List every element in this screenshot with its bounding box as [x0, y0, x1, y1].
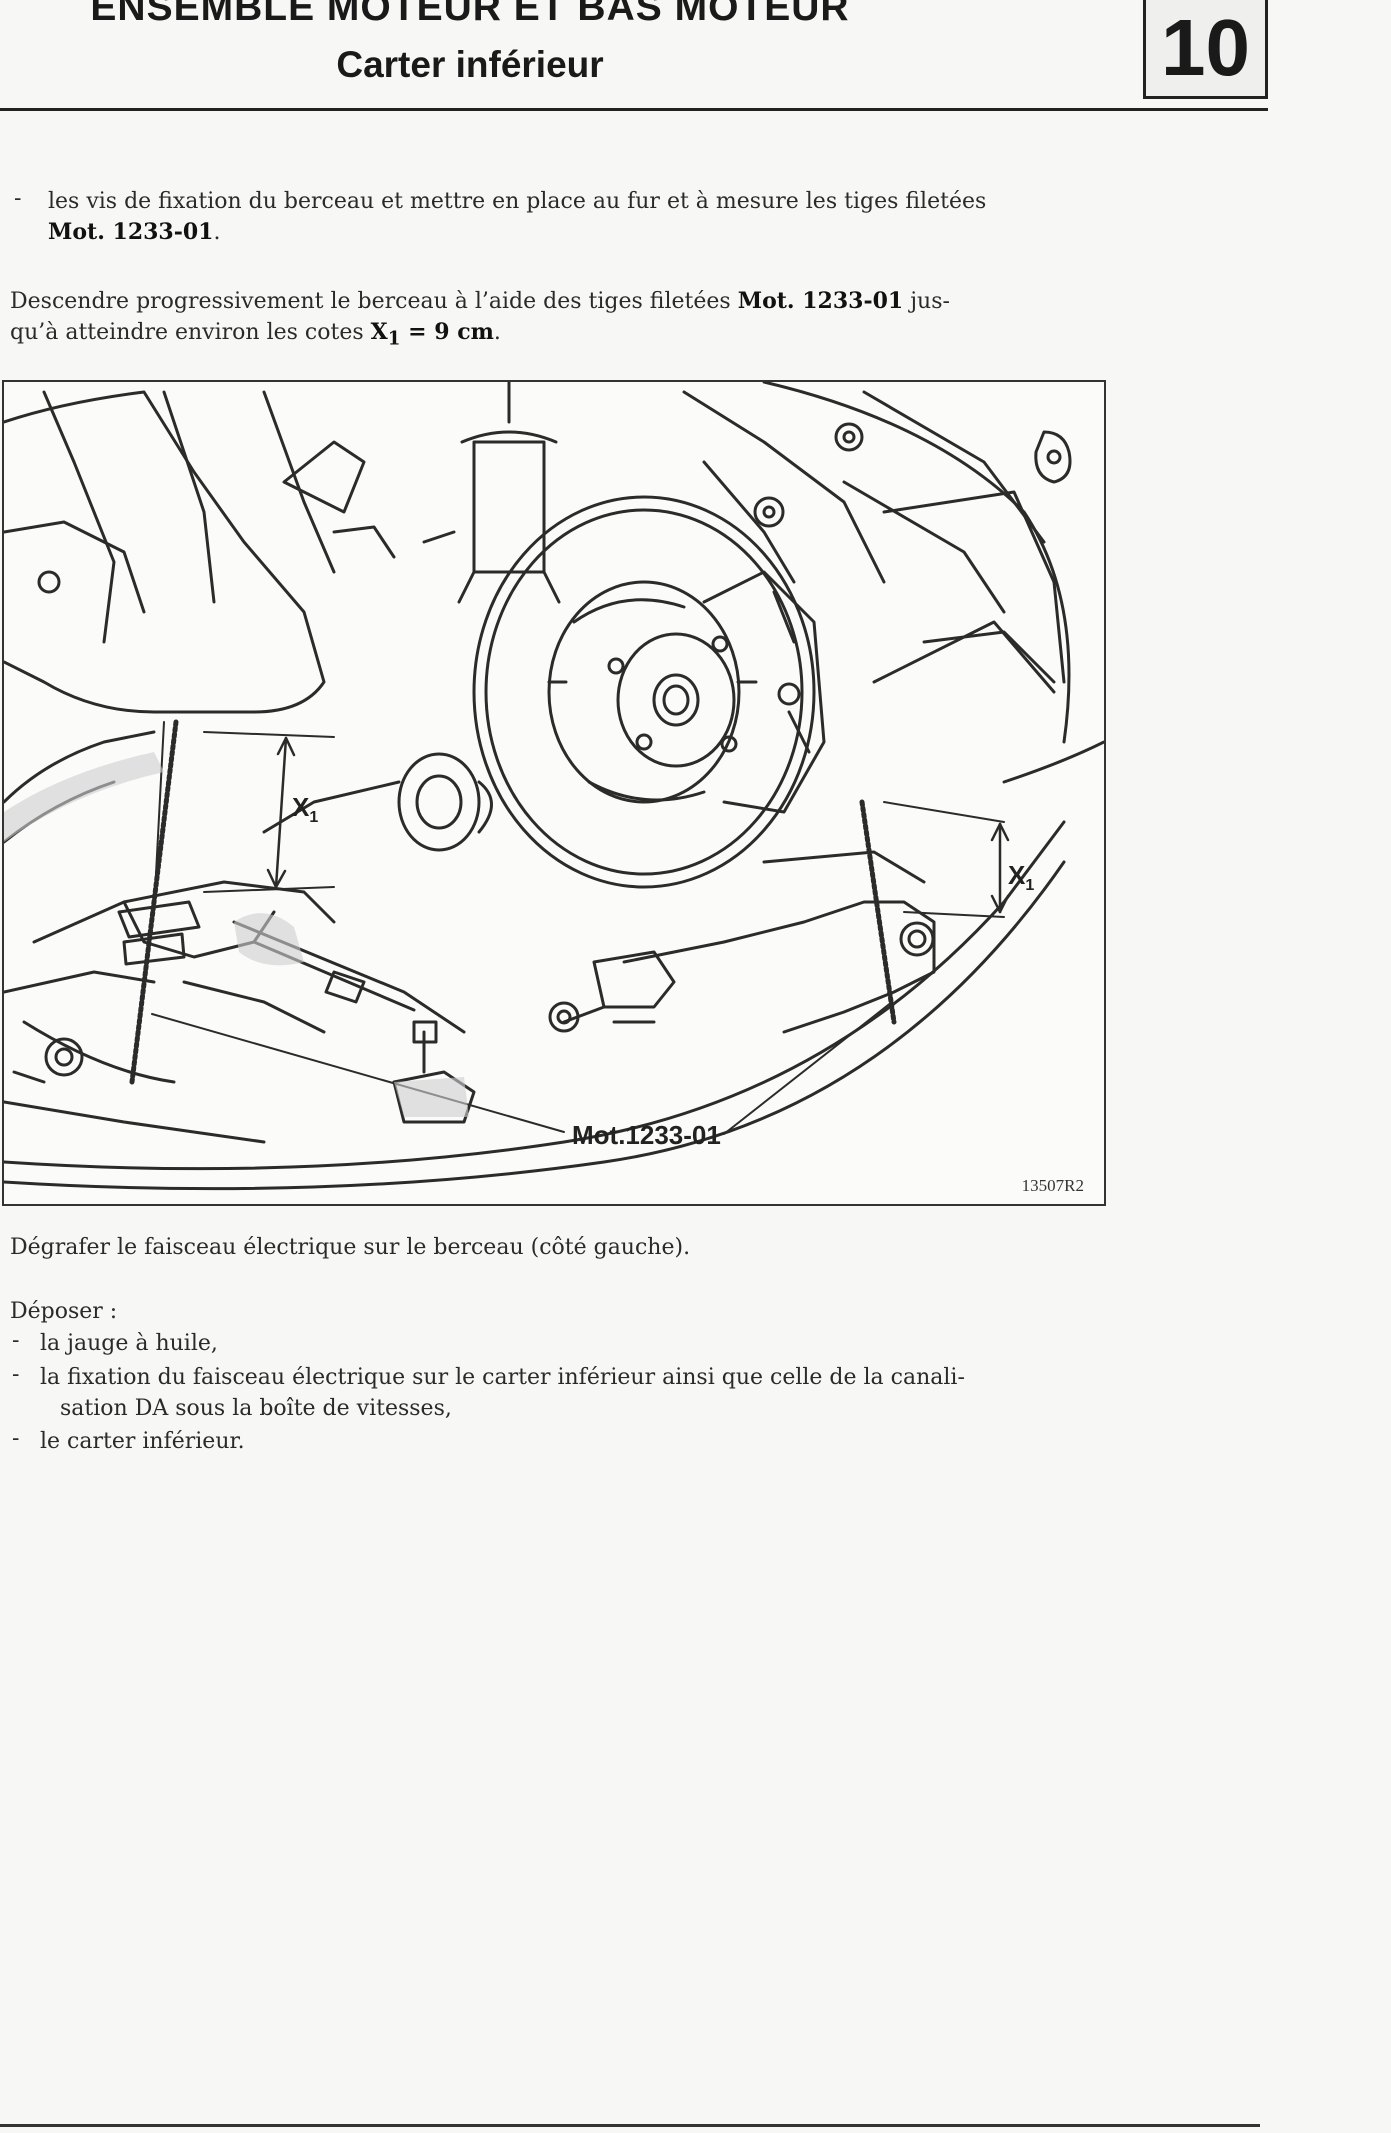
instruction-paragraph: Descendre progressivement le berceau à l… — [10, 286, 1100, 354]
figure-reference: 13507R2 — [1021, 1176, 1084, 1195]
dim-left-sub: 1 — [309, 809, 319, 827]
technical-illustration: X1 X1 Mot.1233-01 13507R2 — [2, 380, 1106, 1206]
bullet-dash: - — [14, 186, 22, 211]
p2-text-2: jus- — [910, 289, 950, 314]
list-item-line2: sation DA sous la boîte de vitesses, — [60, 1396, 452, 1421]
dimension-label-left: X1 — [292, 792, 318, 827]
header-divider — [0, 108, 1268, 111]
p2-x: X — [370, 319, 388, 345]
intro-bullet-text: les vis de fixation du berceau et mettre… — [48, 189, 987, 214]
section-title: ENSEMBLE MOTEUR ET BAS MOTEUR — [90, 0, 850, 29]
list-dash: - — [12, 1426, 20, 1451]
page-subtitle: Carter inférieur — [336, 44, 604, 85]
tool-callout: Mot.1233-01 — [572, 1120, 721, 1150]
intro-bullet-tool: Mot. 1233-01 — [48, 219, 214, 245]
list-item-line1: la fixation du faisceau électrique sur l… — [40, 1365, 965, 1390]
dim-right-x: X — [1008, 860, 1026, 890]
dim-right-sub: 1 — [1025, 877, 1035, 895]
paragraph-degrafer: Dégrafer le faisceau électrique sur le b… — [10, 1235, 691, 1260]
intro-bullet: les vis de fixation du berceau et mettre… — [48, 186, 1098, 248]
dim-left-x: X — [292, 792, 310, 822]
list-item: la jauge à huile, — [40, 1331, 218, 1356]
paragraph-deposer: Déposer : — [10, 1299, 118, 1324]
footer-divider — [0, 2124, 1260, 2127]
list-dash: - — [12, 1362, 20, 1387]
p2-text-1: Descendre progressivement le berceau à l… — [10, 289, 731, 314]
dimension-label-right: X1 — [1008, 860, 1034, 895]
list-item: la fixation du faisceau électrique sur l… — [40, 1362, 1100, 1424]
chapter-badge: 10 — [1143, 0, 1268, 99]
p2-x-sub: 1 — [387, 328, 401, 350]
list-dash: - — [12, 1328, 20, 1353]
p2-line2: qu’à atteindre environ les cotes — [10, 320, 364, 345]
p2-tool: Mot. 1233-01 — [737, 288, 904, 314]
list-item: le carter inférieur. — [40, 1429, 245, 1454]
p2-value: = 9 cm — [408, 319, 494, 345]
chapter-number: 10 — [1161, 3, 1250, 92]
engine-subframe-drawing — [4, 382, 1104, 1191]
intro-bullet-end: . — [213, 220, 221, 245]
p2-dimension: X1 = 9 cm — [370, 319, 494, 349]
p2-end: . — [493, 320, 501, 345]
